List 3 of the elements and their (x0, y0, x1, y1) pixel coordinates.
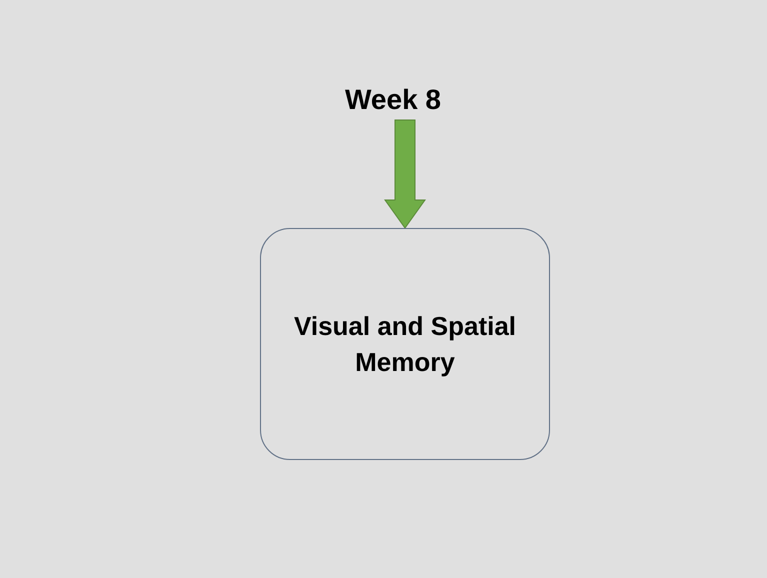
rounded-box: Visual and Spatial Memory (260, 228, 550, 460)
title-text: Week 8 (320, 80, 466, 120)
block-arrow (384, 120, 426, 229)
